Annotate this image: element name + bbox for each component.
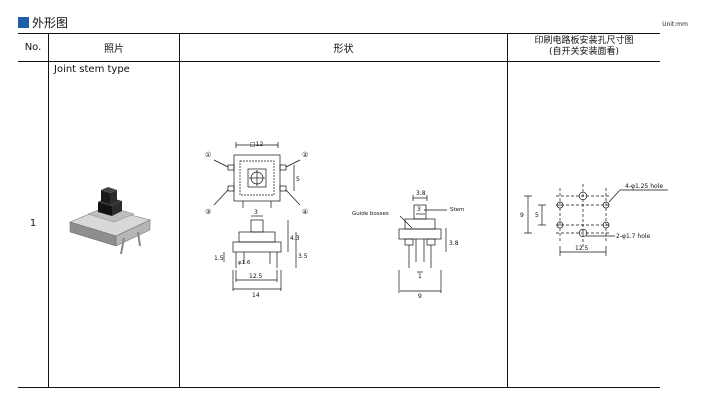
label-guide-bosses: Guide bosses bbox=[352, 211, 389, 217]
table-bottom-border bbox=[18, 387, 660, 388]
section-heading: 外形图 bbox=[18, 14, 68, 31]
label-hole-small: 2-φ1.7 hole bbox=[616, 233, 651, 240]
column-divider bbox=[48, 33, 49, 388]
photo-label: Joint stem type bbox=[54, 64, 130, 75]
unit-label: Unit:mm bbox=[662, 21, 688, 28]
top-view-drawing bbox=[213, 142, 301, 208]
header-shape: 形状 bbox=[333, 43, 354, 55]
dim-pcb-5: 5 bbox=[535, 212, 539, 219]
header-pcb-line1: 印刷电路板安装孔尺寸图 bbox=[534, 36, 634, 46]
dim-side-9: 9 bbox=[418, 293, 422, 300]
header-pcb: 印刷电路板安装孔尺寸图 (自开关安装面看) bbox=[508, 33, 660, 61]
pcb-hole-drawing bbox=[524, 184, 668, 256]
table-header-divider bbox=[18, 61, 660, 62]
switch-photo bbox=[69, 187, 151, 255]
pin-label-2: ② bbox=[302, 151, 308, 159]
outline-table: No. 照片 形状 印刷电路板安装孔尺寸图 (自开关安装面看) 1 Joint … bbox=[18, 33, 660, 388]
dim-front-1-5: 1.5 bbox=[214, 255, 224, 262]
row-number: 1 bbox=[29, 218, 37, 229]
pin-label-1: ① bbox=[205, 151, 211, 159]
dim-top-5: 5 bbox=[296, 176, 300, 183]
dim-front-4-3: 4.3 bbox=[290, 235, 300, 242]
dim-pcb-12-5: 12.5 bbox=[575, 245, 589, 252]
header-no: No. bbox=[24, 41, 42, 53]
dim-pcb-9: 9 bbox=[520, 212, 524, 219]
column-divider bbox=[507, 33, 508, 388]
dim-side-3-8-top: 3.8 bbox=[416, 190, 426, 197]
dim-side-3-8-right: 3.8 bbox=[449, 240, 459, 247]
dim-front-12-5: 12.5 bbox=[249, 273, 263, 280]
table-top-border bbox=[18, 33, 660, 34]
dim-top-size: □12 bbox=[250, 141, 263, 148]
side-view-drawing bbox=[398, 195, 447, 293]
dim-front-14: 14 bbox=[252, 292, 260, 299]
label-stem: Stem bbox=[450, 207, 464, 213]
dim-side-3: 3 bbox=[417, 206, 421, 213]
front-view-drawing bbox=[223, 215, 297, 291]
dim-front-3: 3 bbox=[254, 209, 258, 216]
pin-label-3: ③ bbox=[205, 208, 211, 216]
dim-front-3-5: 3.5 bbox=[298, 253, 308, 260]
pin-label-4: ④ bbox=[302, 208, 308, 216]
header-photo: 照片 bbox=[104, 43, 124, 55]
dim-side-1: 1 bbox=[418, 273, 422, 280]
dim-front-phi: φ1.6 bbox=[238, 260, 251, 266]
label-hole-large: 4-φ1.25 hole bbox=[625, 183, 663, 190]
column-divider bbox=[179, 33, 180, 388]
header-pcb-line2: (自开关安装面看) bbox=[548, 47, 620, 57]
heading-marker-icon bbox=[18, 17, 29, 28]
section-title: 外形图 bbox=[32, 16, 69, 30]
